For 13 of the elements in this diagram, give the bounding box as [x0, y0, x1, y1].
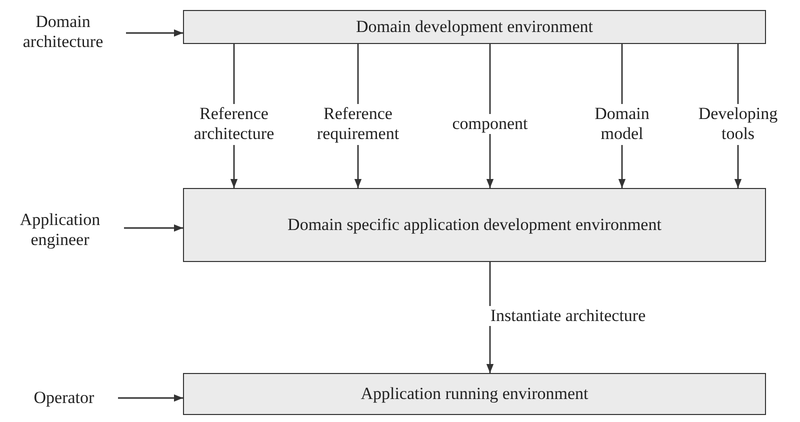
edge-label: Instantiate architecture [488, 306, 648, 326]
arrow [118, 394, 183, 402]
actor-label: Domain architecture [4, 8, 122, 56]
arrow [124, 224, 183, 232]
process-box [183, 10, 766, 44]
actor-label: Application engineer [0, 206, 120, 254]
box-label: Domain development environment [356, 16, 593, 38]
box-label: Application running environment [360, 384, 588, 404]
process-box [183, 188, 766, 262]
process-box [183, 373, 766, 415]
box-label: Domain specific application development environment [288, 214, 662, 236]
actor-label: Operator [14, 386, 114, 410]
arrow [126, 29, 183, 37]
